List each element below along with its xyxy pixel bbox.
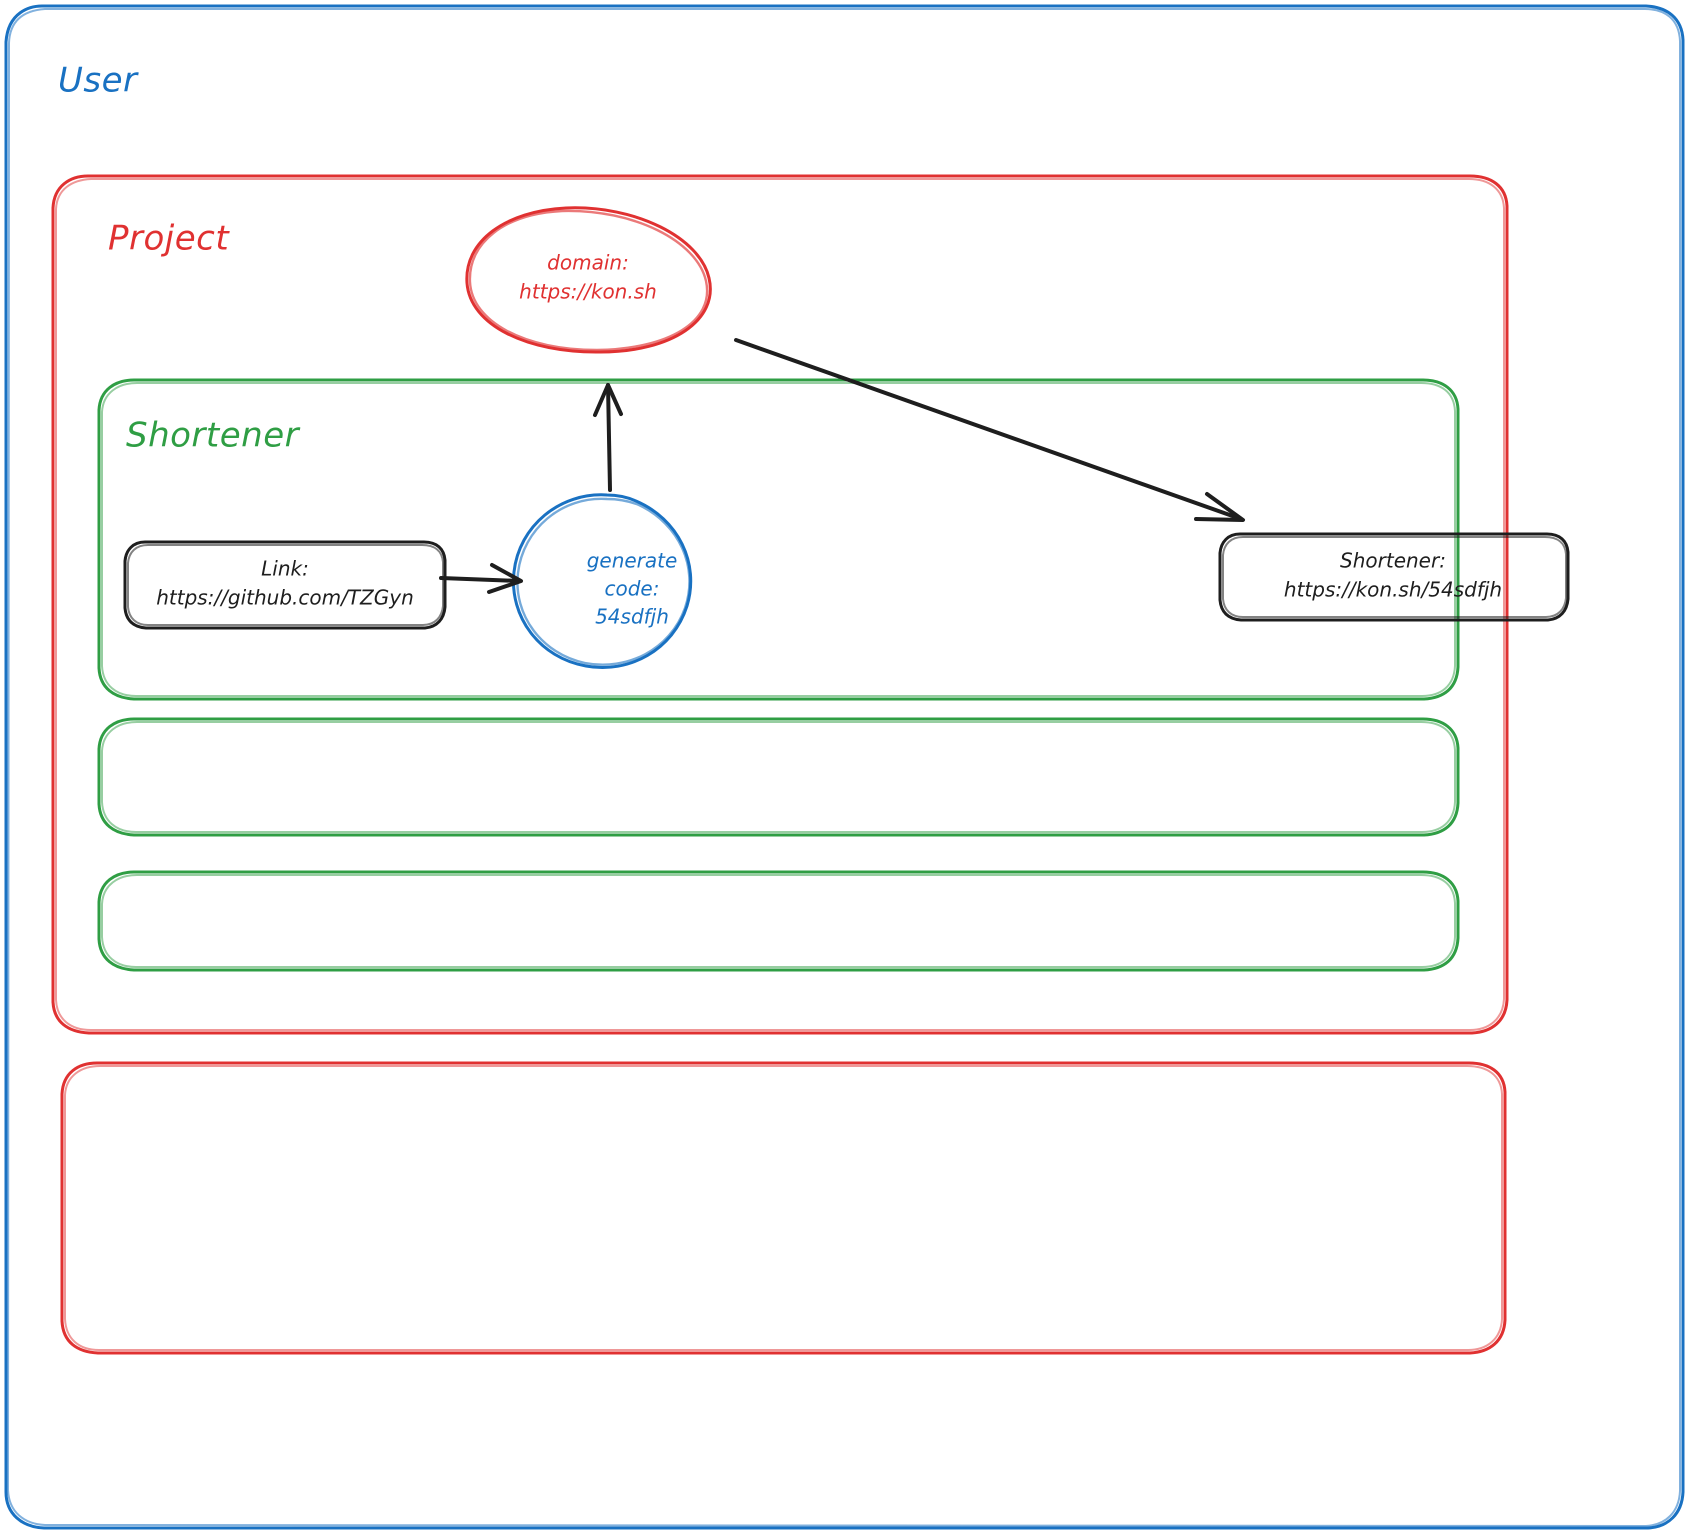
node-link-border bbox=[123, 540, 447, 630]
node-short-url[interactable]: Shortener: https://kon.sh/54sdfjh bbox=[1218, 532, 1570, 622]
container-user[interactable]: User bbox=[4, 4, 1685, 1530]
container-project-border-pass2 bbox=[55, 178, 1505, 1031]
node-domain-line-1: domain: bbox=[547, 251, 629, 275]
container-empty-red[interactable] bbox=[60, 1061, 1507, 1355]
arrow-generate-to-domain-head bbox=[593, 383, 623, 417]
node-generate-code-line-1: generate bbox=[587, 549, 678, 573]
node-generate-code-line-3: 54sdfjh bbox=[595, 605, 669, 629]
container-empty-green-1-border bbox=[97, 717, 1460, 837]
node-domain-border bbox=[465, 206, 712, 354]
container-empty-red-border bbox=[60, 1061, 1507, 1355]
container-project-border bbox=[51, 174, 1509, 1035]
container-user-border bbox=[4, 4, 1685, 1530]
node-domain-line-2: https://kon.sh bbox=[519, 280, 657, 304]
node-short-url-border bbox=[1218, 532, 1570, 622]
node-domain-border-pass2 bbox=[468, 209, 709, 352]
container-shortener-border bbox=[97, 378, 1460, 701]
node-link-border-pass2 bbox=[127, 544, 444, 626]
container-empty-green-2-border-pass2 bbox=[101, 874, 1456, 968]
node-generate-code[interactable]: generate code: 54sdfjh bbox=[511, 493, 693, 669]
arrow-generate-to-domain bbox=[593, 383, 623, 492]
node-link[interactable]: Link: https://github.com/TZGyn bbox=[123, 540, 447, 630]
container-shortener-border-pass2 bbox=[101, 382, 1456, 697]
container-shortener-label: Shortener bbox=[126, 416, 301, 456]
node-domain[interactable]: domain: https://kon.sh bbox=[465, 206, 712, 354]
container-project-label: Project bbox=[108, 219, 230, 259]
node-short-url-border-pass2 bbox=[1222, 536, 1567, 618]
arrow-domain-to-short-url bbox=[734, 338, 1245, 522]
arrow-domain-to-short-url-shaft bbox=[734, 338, 1243, 521]
arrow-domain-to-short-url-head bbox=[1194, 492, 1245, 522]
container-user-label: User bbox=[58, 61, 139, 101]
arrow-generate-to-domain-shaft bbox=[606, 383, 612, 492]
node-generate-code-line-2: code: bbox=[605, 577, 660, 601]
node-link-line-2: https://github.com/TZGyn bbox=[156, 586, 414, 610]
node-short-url-line-2: https://kon.sh/54sdfjh bbox=[1284, 578, 1502, 602]
container-empty-green-1[interactable] bbox=[97, 717, 1460, 837]
container-shortener[interactable]: Shortener bbox=[97, 378, 1460, 701]
node-link-line-1: Link: bbox=[261, 557, 309, 581]
container-empty-green-2[interactable] bbox=[97, 870, 1460, 972]
node-generate-code-border-pass2 bbox=[516, 497, 691, 666]
arrow-link-to-generate-head bbox=[487, 563, 523, 594]
container-user-border-pass2 bbox=[7, 8, 1681, 1527]
arrow-link-to-generate bbox=[439, 563, 523, 594]
arrow-link-to-generate-shaft bbox=[439, 576, 522, 583]
container-empty-green-1-border-pass2 bbox=[101, 721, 1456, 833]
container-project[interactable]: Project bbox=[51, 174, 1509, 1035]
node-short-url-line-1: Shortener: bbox=[1340, 549, 1446, 573]
container-empty-green-2-border bbox=[97, 870, 1460, 972]
container-empty-red-border-pass2 bbox=[64, 1065, 1503, 1351]
